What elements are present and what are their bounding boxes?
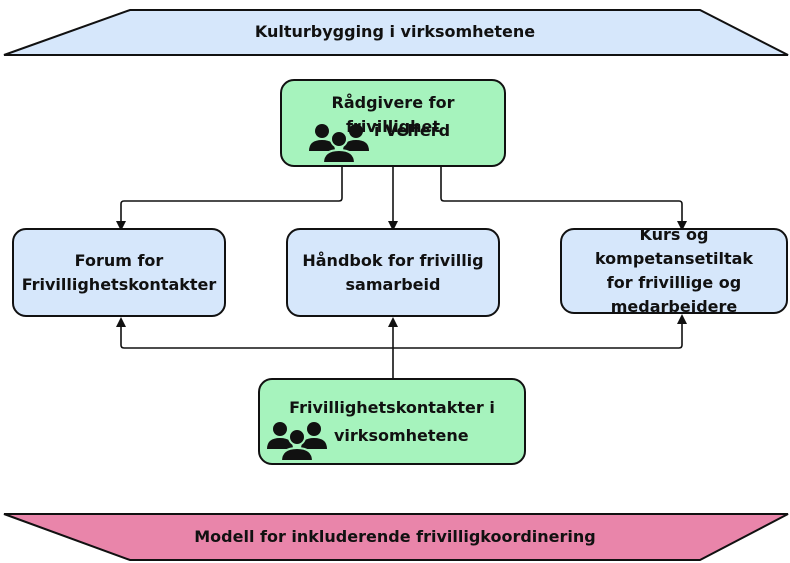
node-handbook-line2: samarbeid xyxy=(345,274,441,294)
node-courses-line1: Kurs og kompetansetiltak xyxy=(594,225,754,268)
node-courses: Kurs og kompetansetiltak for frivillige … xyxy=(560,225,788,316)
node-forum-line1: Forum for xyxy=(74,250,164,270)
connector-advisors-courses xyxy=(440,166,687,231)
node-advisors-line2: i Velferd xyxy=(374,121,451,140)
node-contacts-line1: Frivillighetskontakter i xyxy=(289,398,495,417)
connector-contacts-forum xyxy=(116,317,394,378)
bottom-banner-label: Modell for inkluderende frivilligkoordin… xyxy=(194,527,596,546)
node-handbook-line1: Håndbok for frivillig xyxy=(302,250,484,270)
people-group-icon xyxy=(267,422,327,462)
connector-contacts-courses xyxy=(393,314,687,349)
top-banner-label: Kulturbygging i virksomhetene xyxy=(254,22,536,41)
node-forum: Forum for Frivillighetskontakter xyxy=(12,228,226,317)
node-contacts: Frivillighetskontakter i virksomhetene xyxy=(258,378,526,465)
connector-advisors-forum xyxy=(116,166,343,231)
node-contacts-line2: virksomhetene xyxy=(334,426,469,445)
top-banner-shape xyxy=(3,9,789,56)
node-forum-line2: Frivillighetskontakter xyxy=(21,274,217,294)
people-group-icon xyxy=(309,124,369,164)
node-advisors: Rådgivere for frivillighet i Velferd xyxy=(280,79,506,167)
node-handbook: Håndbok for frivillig samarbeid xyxy=(286,228,500,317)
bottom-banner-shape xyxy=(3,513,789,561)
node-courses-line2: for frivillige og xyxy=(606,273,742,292)
node-courses-line3: medarbeidere xyxy=(610,297,738,316)
node-advisors-line1: Rådgivere for frivillighet xyxy=(331,93,455,136)
